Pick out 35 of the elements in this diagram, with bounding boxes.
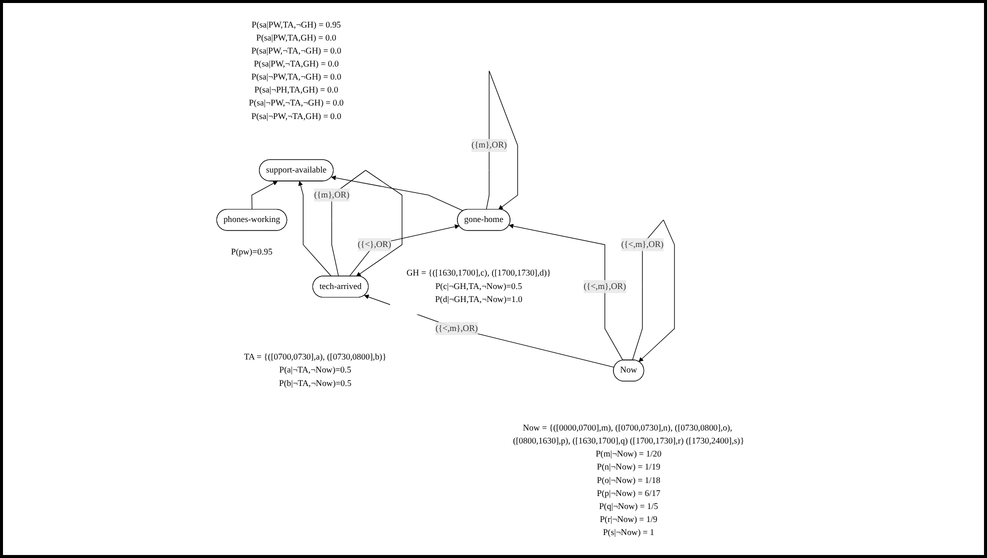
- node-label: P(sa|¬PW,¬TA,GH) = 0.0: [251, 112, 342, 121]
- node-label: P(o|¬Now) = 1/18: [596, 476, 660, 485]
- arrow: [298, 180, 332, 277]
- arrow: [508, 224, 624, 361]
- edge-label: ({m},OR): [472, 140, 507, 150]
- node-label: GH = {([1630,1700],c), ([1700,1730],d)}: [406, 268, 551, 278]
- node-label: P(pw)=0.95: [231, 246, 272, 257]
- node-label: P(c|¬GH,TA,¬Now)=0.5: [435, 282, 522, 291]
- node-label: P(n|¬Now) = 1/19: [596, 462, 660, 472]
- node-label: P(a|¬TA,¬Now)=0.5: [279, 366, 352, 375]
- node-label: P(sa|¬PW,¬TA,¬GH) = 0.0: [248, 98, 344, 108]
- node-label: P(sa|¬PH,TA,GH) = 0.0: [254, 86, 338, 95]
- node-label: P(q|¬Now) = 1/5: [599, 502, 658, 512]
- node-label: P(r|¬Now) = 1/9: [600, 514, 658, 524]
- node-label: P(sa|PW,TA,¬GH) = 0.95: [252, 20, 341, 30]
- arrow: [364, 294, 615, 368]
- arrow: [331, 176, 464, 212]
- node-label: P(sa|PW,TA,GH) = 0.0: [256, 33, 336, 43]
- node-label: P(s|¬Now) = 1: [602, 528, 654, 538]
- arrow: [349, 224, 460, 277]
- edge-label: ({<},OR): [358, 240, 392, 250]
- node-label: P(p|¬Now) = 6/17: [596, 488, 660, 498]
- edge-label: ({<,m},OR): [621, 240, 664, 250]
- node-label: P(d|¬GH,TA,¬Now)=1.0: [435, 294, 522, 304]
- node-label: TA = {([0700,0730],a), ([0730,0800],b)}: [244, 352, 386, 362]
- node-label: P(sa|PW,¬TA,¬GH) = 0.0: [251, 46, 342, 56]
- node-label: P(b|¬TA,¬Now)=0.5: [278, 378, 352, 388]
- edge-label: ({<,m},OR): [584, 282, 626, 291]
- edge-label: ({<,m},OR): [435, 324, 478, 333]
- node-label: P(sa|PW,¬TA,GH) = 0.0: [254, 59, 339, 69]
- arrow: [251, 180, 278, 210]
- node-label: Now = {([0000,0700],m), ([0700,0730],n), ([0730,0800],o), ([0800,1630],p), ([1630,1700],q) ([1700,1730],r) ([1730,2400],s)}: [512, 423, 744, 446]
- edge-label: ({m},OR): [314, 190, 350, 200]
- node-label: P(sa|¬PW,TA,¬GH) = 0.0: [251, 72, 342, 82]
- node-label: P(m|¬Now) = 1/20: [596, 450, 662, 459]
